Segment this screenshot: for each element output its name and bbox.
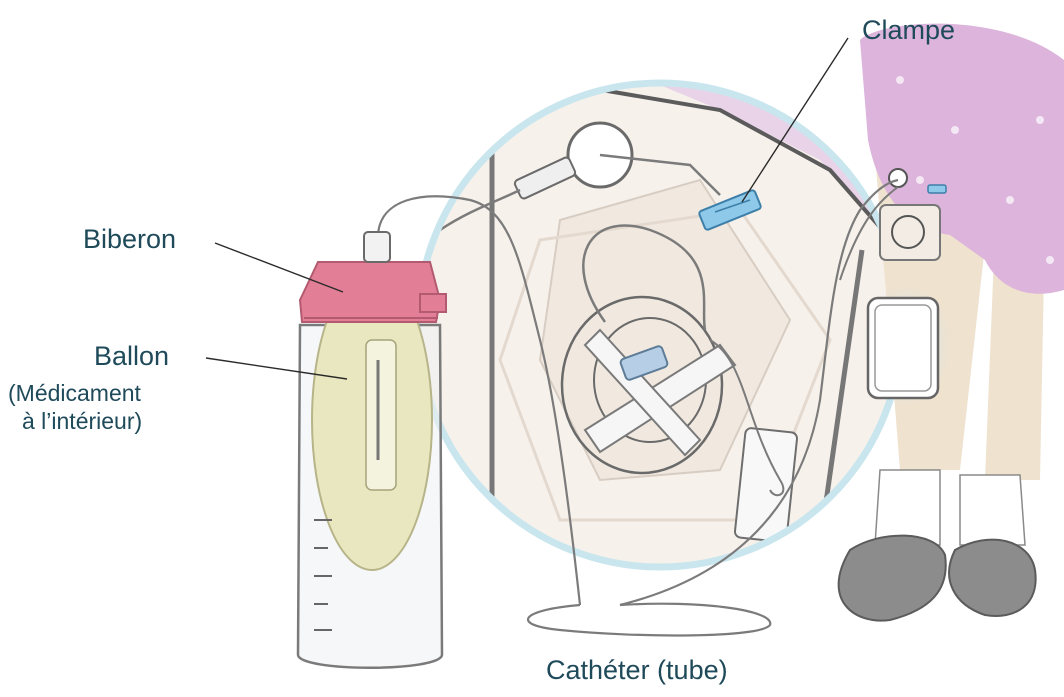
label-catheter: Cathéter (tube) xyxy=(546,655,728,686)
label-biberon: Biberon xyxy=(83,224,176,255)
label-ballon: Ballon xyxy=(94,341,169,372)
label-clampe: Clampe xyxy=(862,15,955,46)
medication-bottle xyxy=(298,232,446,668)
child-leg xyxy=(839,24,1064,621)
label-ballon-note-1: (Médicament xyxy=(8,380,141,407)
label-ballon-note-2: à l’intérieur) xyxy=(22,408,142,435)
